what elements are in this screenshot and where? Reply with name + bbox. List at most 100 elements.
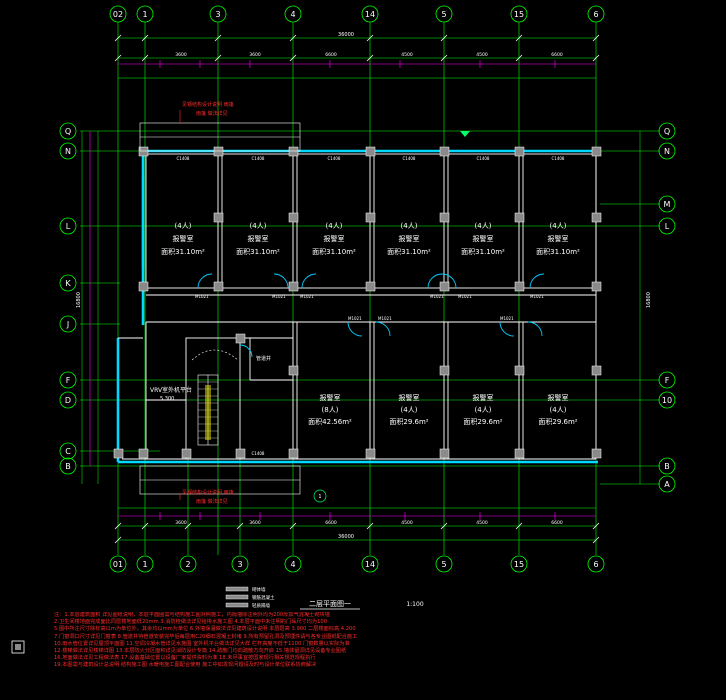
left-total-dimension: 16800 bbox=[76, 292, 82, 308]
axis-bubble-top: 5 bbox=[435, 5, 453, 23]
segment-dimension: 3600 bbox=[249, 52, 261, 58]
total-dimension-bottom: 36000 bbox=[338, 534, 354, 540]
axis-bubble-bottom: 5 bbox=[435, 555, 453, 573]
door-tag: M1021 bbox=[500, 316, 514, 321]
axis-bubble-top: 3 bbox=[209, 5, 227, 23]
axis-bubble-left-label: L bbox=[66, 222, 71, 231]
room-name: 报警室 bbox=[399, 393, 420, 402]
axis-bubble-left-label: K bbox=[65, 279, 71, 288]
axis-bubble-right-label: L bbox=[665, 222, 670, 231]
axis-bubble-left: Q bbox=[59, 122, 77, 140]
canopy-note-bottom: 见钢结构设计说明 雨篷 bbox=[182, 489, 234, 496]
axis-bubble-bottom: 6 bbox=[587, 555, 605, 573]
window-tag: C1408 bbox=[252, 451, 265, 456]
axis-bubble-left: N bbox=[59, 142, 77, 160]
axis-bubble-bottom: 15 bbox=[510, 555, 528, 573]
axis-bubble-left: C bbox=[59, 442, 77, 460]
room-occupancy: (4人) bbox=[475, 222, 492, 230]
window-tag: C1408 bbox=[177, 156, 190, 161]
axis-bubble-right-label: F bbox=[665, 376, 670, 385]
room-name: 报警室 bbox=[399, 234, 420, 243]
axis-bubble-left: B bbox=[59, 457, 77, 475]
notes-marker-icon bbox=[11, 640, 25, 654]
segment-dimension-bottom: 6600 bbox=[551, 520, 563, 526]
room-occupancy: (4人) bbox=[401, 222, 418, 230]
room-area: 面积31.10m² bbox=[312, 247, 356, 256]
room-occupancy: (8人) bbox=[322, 406, 339, 414]
room-area: 面积29.6m² bbox=[538, 417, 577, 426]
legend-item: 砌体墙 bbox=[225, 586, 266, 593]
axis-bubble-top-label: 14 bbox=[365, 10, 375, 19]
axis-bubble-top: 1 bbox=[136, 5, 154, 23]
building-walls bbox=[113, 146, 602, 464]
axis-bubble-left-label: D bbox=[65, 396, 71, 405]
svg-text:1: 1 bbox=[318, 494, 321, 500]
room-occupancy: (4人) bbox=[250, 222, 267, 230]
legend-item: 轻质隔墙 bbox=[225, 602, 270, 609]
room-labels: (4人)报警室面积31.10m²(4人)报警室面积31.10m²(4人)报警室面… bbox=[161, 222, 580, 426]
axis-bubble-bottom-label: 2 bbox=[185, 560, 190, 569]
duct-label: 管道井 bbox=[256, 355, 271, 362]
axis-bubble-left-label: B bbox=[65, 462, 71, 471]
door-tag: M1021 bbox=[195, 294, 209, 299]
axis-bubble-bottom-label: 4 bbox=[290, 560, 295, 569]
drawing-title-block: 二层平面图一 1:100 bbox=[300, 600, 424, 610]
axis-bubble-right: Q bbox=[658, 122, 676, 140]
room-bottom: 报警室(4人)面积29.6m² bbox=[463, 393, 502, 426]
axis-bubble-bottom-label: 15 bbox=[514, 560, 524, 569]
axis-bubble-left: L bbox=[59, 217, 77, 235]
axis-bubble-bottom: 2 bbox=[179, 555, 197, 573]
window-tag: C1408 bbox=[252, 156, 265, 161]
room-name: 报警室 bbox=[548, 234, 569, 243]
door-tag: M1021 bbox=[430, 294, 444, 299]
axis-bubble-right-label: M bbox=[664, 200, 671, 209]
axis-bubble-right-label: N bbox=[664, 147, 670, 156]
room-occupancy: (4人) bbox=[550, 406, 567, 414]
dimension-lines bbox=[81, 34, 641, 544]
axis-bubble-bottom-label: 6 bbox=[593, 560, 598, 569]
window-tag: C1408 bbox=[477, 156, 490, 161]
axis-bubble-right: 10 bbox=[658, 391, 676, 409]
axis-bubble-bottom: 01 bbox=[109, 555, 127, 573]
axis-bubble-bottom-label: 3 bbox=[237, 560, 242, 569]
canopy-note-bottom-2: 雨篷 做法详见 bbox=[196, 498, 228, 505]
axis-bubble-top: 14 bbox=[361, 5, 379, 23]
general-notes: 注：1.本层建筑面积 详见图纸说明，本层平面图需与结构施工图对照施工，内隔墙除注… bbox=[6, 612, 720, 698]
axis-bubble-top-label: 5 bbox=[441, 10, 446, 19]
legend-item: 钢筋混凝土 bbox=[225, 594, 275, 601]
axis-bubble-right: A bbox=[658, 475, 676, 493]
legend-label: 钢筋混凝土 bbox=[252, 594, 275, 601]
room-name: 报警室 bbox=[320, 393, 341, 402]
note-line: 16.地面做法详见工程做法表 17.设备基础位置以设备厂家提供资料为准 18.未… bbox=[54, 655, 316, 662]
room-occupancy: (4人) bbox=[326, 222, 343, 230]
axis-bubble-right-label: A bbox=[664, 480, 670, 489]
axis-bubble-top-label: 02 bbox=[113, 10, 123, 19]
note-line: 注：1.本层建筑面积 详见图纸说明，本层平面图需与结构施工图对照施工，内隔墙除注… bbox=[54, 612, 330, 618]
segment-dimension: 6600 bbox=[551, 52, 563, 58]
axis-bubble-bottom: 4 bbox=[284, 555, 302, 573]
stair bbox=[191, 349, 239, 446]
segment-dimension: 6600 bbox=[325, 52, 337, 58]
axis-bubble-right: F bbox=[658, 371, 676, 389]
room-area: 面积29.6m² bbox=[463, 417, 502, 426]
note-line: 2.卫生间楼地面完成面比同层楼地面低20mm 3.消防栓做法详见给排水施工图 4… bbox=[54, 619, 328, 626]
legend-label: 轻质隔墙 bbox=[252, 602, 270, 609]
note-line: 7.门窗洞口尺寸详见门窗表 8.管道井待管道安装完毕后每层用C20细石混凝土封堵… bbox=[54, 633, 358, 640]
room-area: 面积42.56m² bbox=[308, 417, 352, 426]
door-tag: M1021 bbox=[530, 294, 544, 299]
note-line: 19.本图需与建筑设计总说明 结构施工图 水暖电施工图配合使用 施工中如发现问题… bbox=[54, 662, 317, 669]
axis-bubble-top-label: 4 bbox=[290, 10, 295, 19]
doors bbox=[197, 273, 545, 358]
total-dimension-top: 36000 bbox=[338, 32, 354, 38]
note-line: 10.雨水管位置详见屋顶平面图 11.空调冷凝水管详见水施图 室外机平台做法详见… bbox=[54, 640, 350, 647]
room-name: 报警室 bbox=[324, 234, 345, 243]
stair-level: 5.300 bbox=[160, 396, 174, 402]
